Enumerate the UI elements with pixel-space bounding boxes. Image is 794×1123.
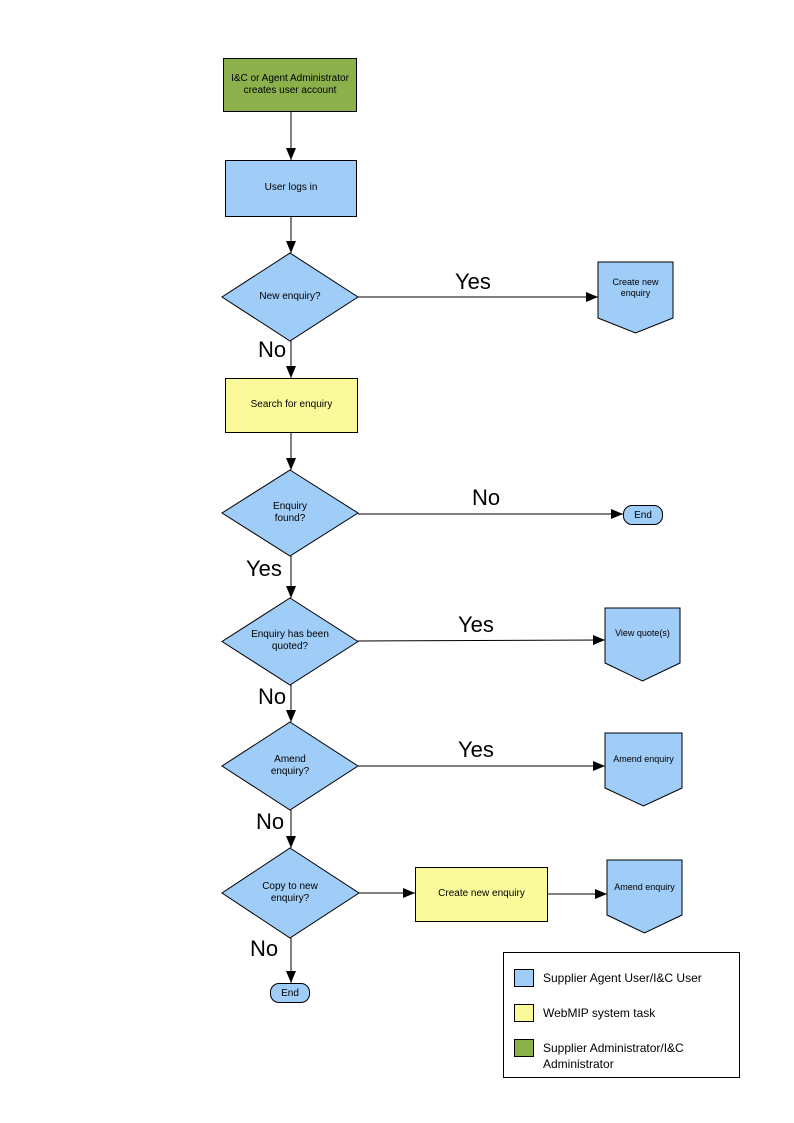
terminator-end-2: End [270,983,310,1003]
legend-label-admin: Supplier Administrator/I&C Administrator [543,1041,684,1071]
edge-label-quoted-no: No [258,684,287,709]
connector-amend-enquiry-2-shape [606,859,683,934]
edge-label-quoted-yes: Yes [458,612,494,637]
legend-swatch-blue [514,969,534,987]
process-admin-creates-account: I&C or Agent Administrator creates user … [223,58,357,112]
edge-label-new-enquiry-no: No [258,337,287,362]
connector-amend-enquiry-shape [604,732,683,807]
edge-label-enquiry-found-yes: Yes [246,556,282,581]
edge-label-copy-no: No [250,936,279,961]
legend: Supplier Agent User/I&C User WebMIP syst… [503,952,740,1078]
decision-new-enquiry-shape [221,252,359,342]
legend-label-system: WebMIP system task [543,1006,656,1020]
edge-label-amend-no: No [256,809,285,834]
edge-label-enquiry-found-no: No [472,485,501,510]
process-search-for-enquiry: Search for enquiry [225,378,358,433]
legend-item-admin: Supplier Administrator/I&C Administrator [514,1039,728,1072]
connector-view-quotes-shape [604,607,681,682]
legend-item-system: WebMIP system task [514,1004,655,1022]
edge-label-amend-yes: Yes [458,737,494,762]
legend-swatch-green [514,1039,534,1057]
edge-quoted-yes [357,635,606,646]
process-create-new-enquiry-2: Create new enquiry [415,867,548,922]
process-user-logs-in: User logs in [225,160,357,217]
decision-enquiry-found-shape [221,469,359,557]
edge-label-new-enquiry-yes: Yes [455,269,491,294]
decision-amend-enquiry-shape [221,721,359,811]
terminator-end-1: End [623,505,663,525]
legend-label-user: Supplier Agent User/I&C User [543,971,702,985]
decision-enquiry-quoted-shape [221,597,359,686]
connector-create-new-enquiry-shape [597,261,674,334]
legend-item-user: Supplier Agent User/I&C User [514,969,702,987]
decision-copy-to-new-shape [221,847,360,939]
legend-swatch-yellow [514,1004,534,1022]
